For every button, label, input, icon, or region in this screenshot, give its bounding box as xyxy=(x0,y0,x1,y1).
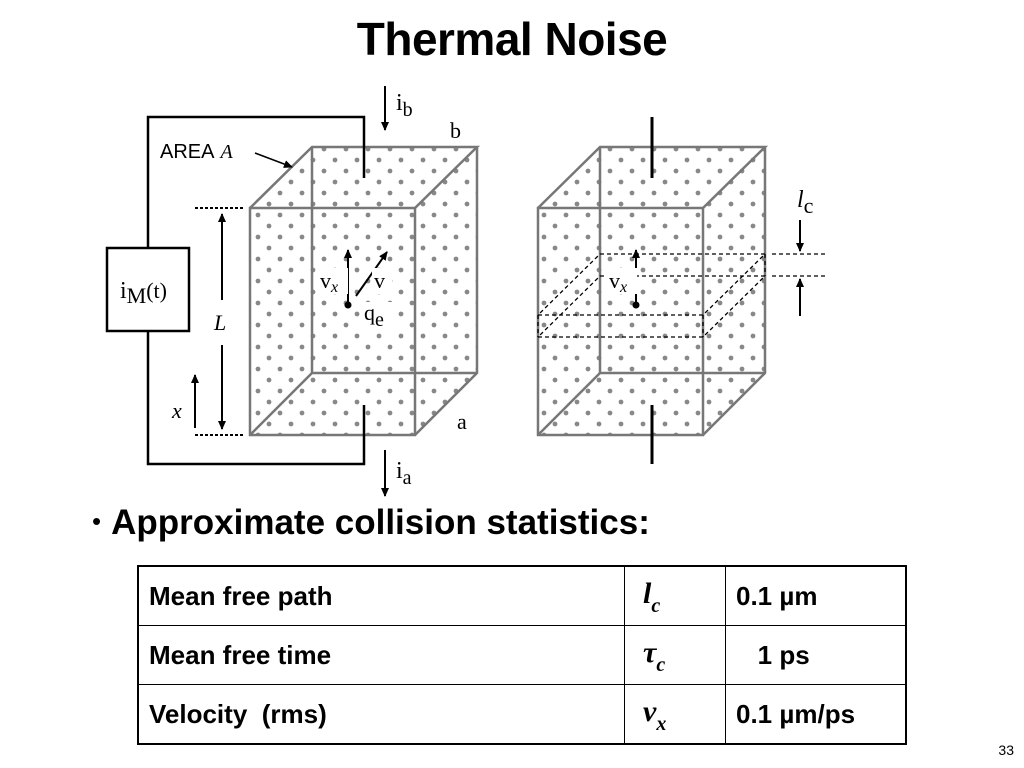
bullet-text: Approximate collision statistics: xyxy=(111,503,650,542)
x-label: x xyxy=(171,398,182,423)
left-cube xyxy=(248,145,481,437)
row-name: Mean free path xyxy=(137,565,625,626)
lc-label: lc xyxy=(797,187,814,218)
node-b-label: b xyxy=(450,118,461,143)
vx-label: vx xyxy=(320,268,338,296)
meter-box xyxy=(105,246,191,333)
right-cube-side-face xyxy=(703,147,765,435)
area-pointer-arrow xyxy=(254,152,293,168)
node-a-label: a xyxy=(457,409,467,434)
lc-dimension xyxy=(772,220,825,316)
table-row: Mean free path lc 0.1 µm xyxy=(137,565,907,626)
vx2-label: vx xyxy=(609,268,627,296)
row-value: 0.1 µm xyxy=(725,565,907,626)
collision-slab xyxy=(536,253,767,338)
slide-title: Thermal Noise xyxy=(356,13,668,65)
row-name: Velocity (rms) xyxy=(137,684,625,745)
table-row: Mean free time τc 1 ps xyxy=(137,625,907,685)
row-value: 1 ps xyxy=(725,625,907,685)
circuit-wires xyxy=(146,115,366,466)
row-symbol: vx xyxy=(624,684,726,745)
ib-label: ib xyxy=(396,90,413,121)
row-symbol: lc xyxy=(624,565,726,626)
bullet-marker: • xyxy=(92,506,102,536)
bullet-heading: • Approximate collision statistics: xyxy=(92,503,650,543)
left-cube-side-face xyxy=(415,147,477,435)
row-value: 0.1 µm/ps xyxy=(725,684,907,745)
page-number: 33 xyxy=(998,742,1014,758)
collision-stats-table: Mean free path lc 0.1 µm Mean free time … xyxy=(137,565,907,745)
meter-label: iM(t) xyxy=(120,278,167,308)
length-dimension xyxy=(195,207,245,436)
left-cube-front-face xyxy=(250,208,415,435)
row-name: Mean free time xyxy=(137,625,625,685)
v-label: v xyxy=(374,268,385,293)
v-arrow-icon xyxy=(355,251,388,297)
right-cube xyxy=(536,145,769,437)
right-cube-front-face xyxy=(538,208,703,435)
qe-label: qe xyxy=(364,300,384,331)
row-symbol: τc xyxy=(624,625,726,685)
ia-label: ia xyxy=(396,458,412,489)
length-label: L xyxy=(213,310,226,335)
table-row: Velocity (rms) vx 0.1 µm/ps xyxy=(137,684,907,745)
